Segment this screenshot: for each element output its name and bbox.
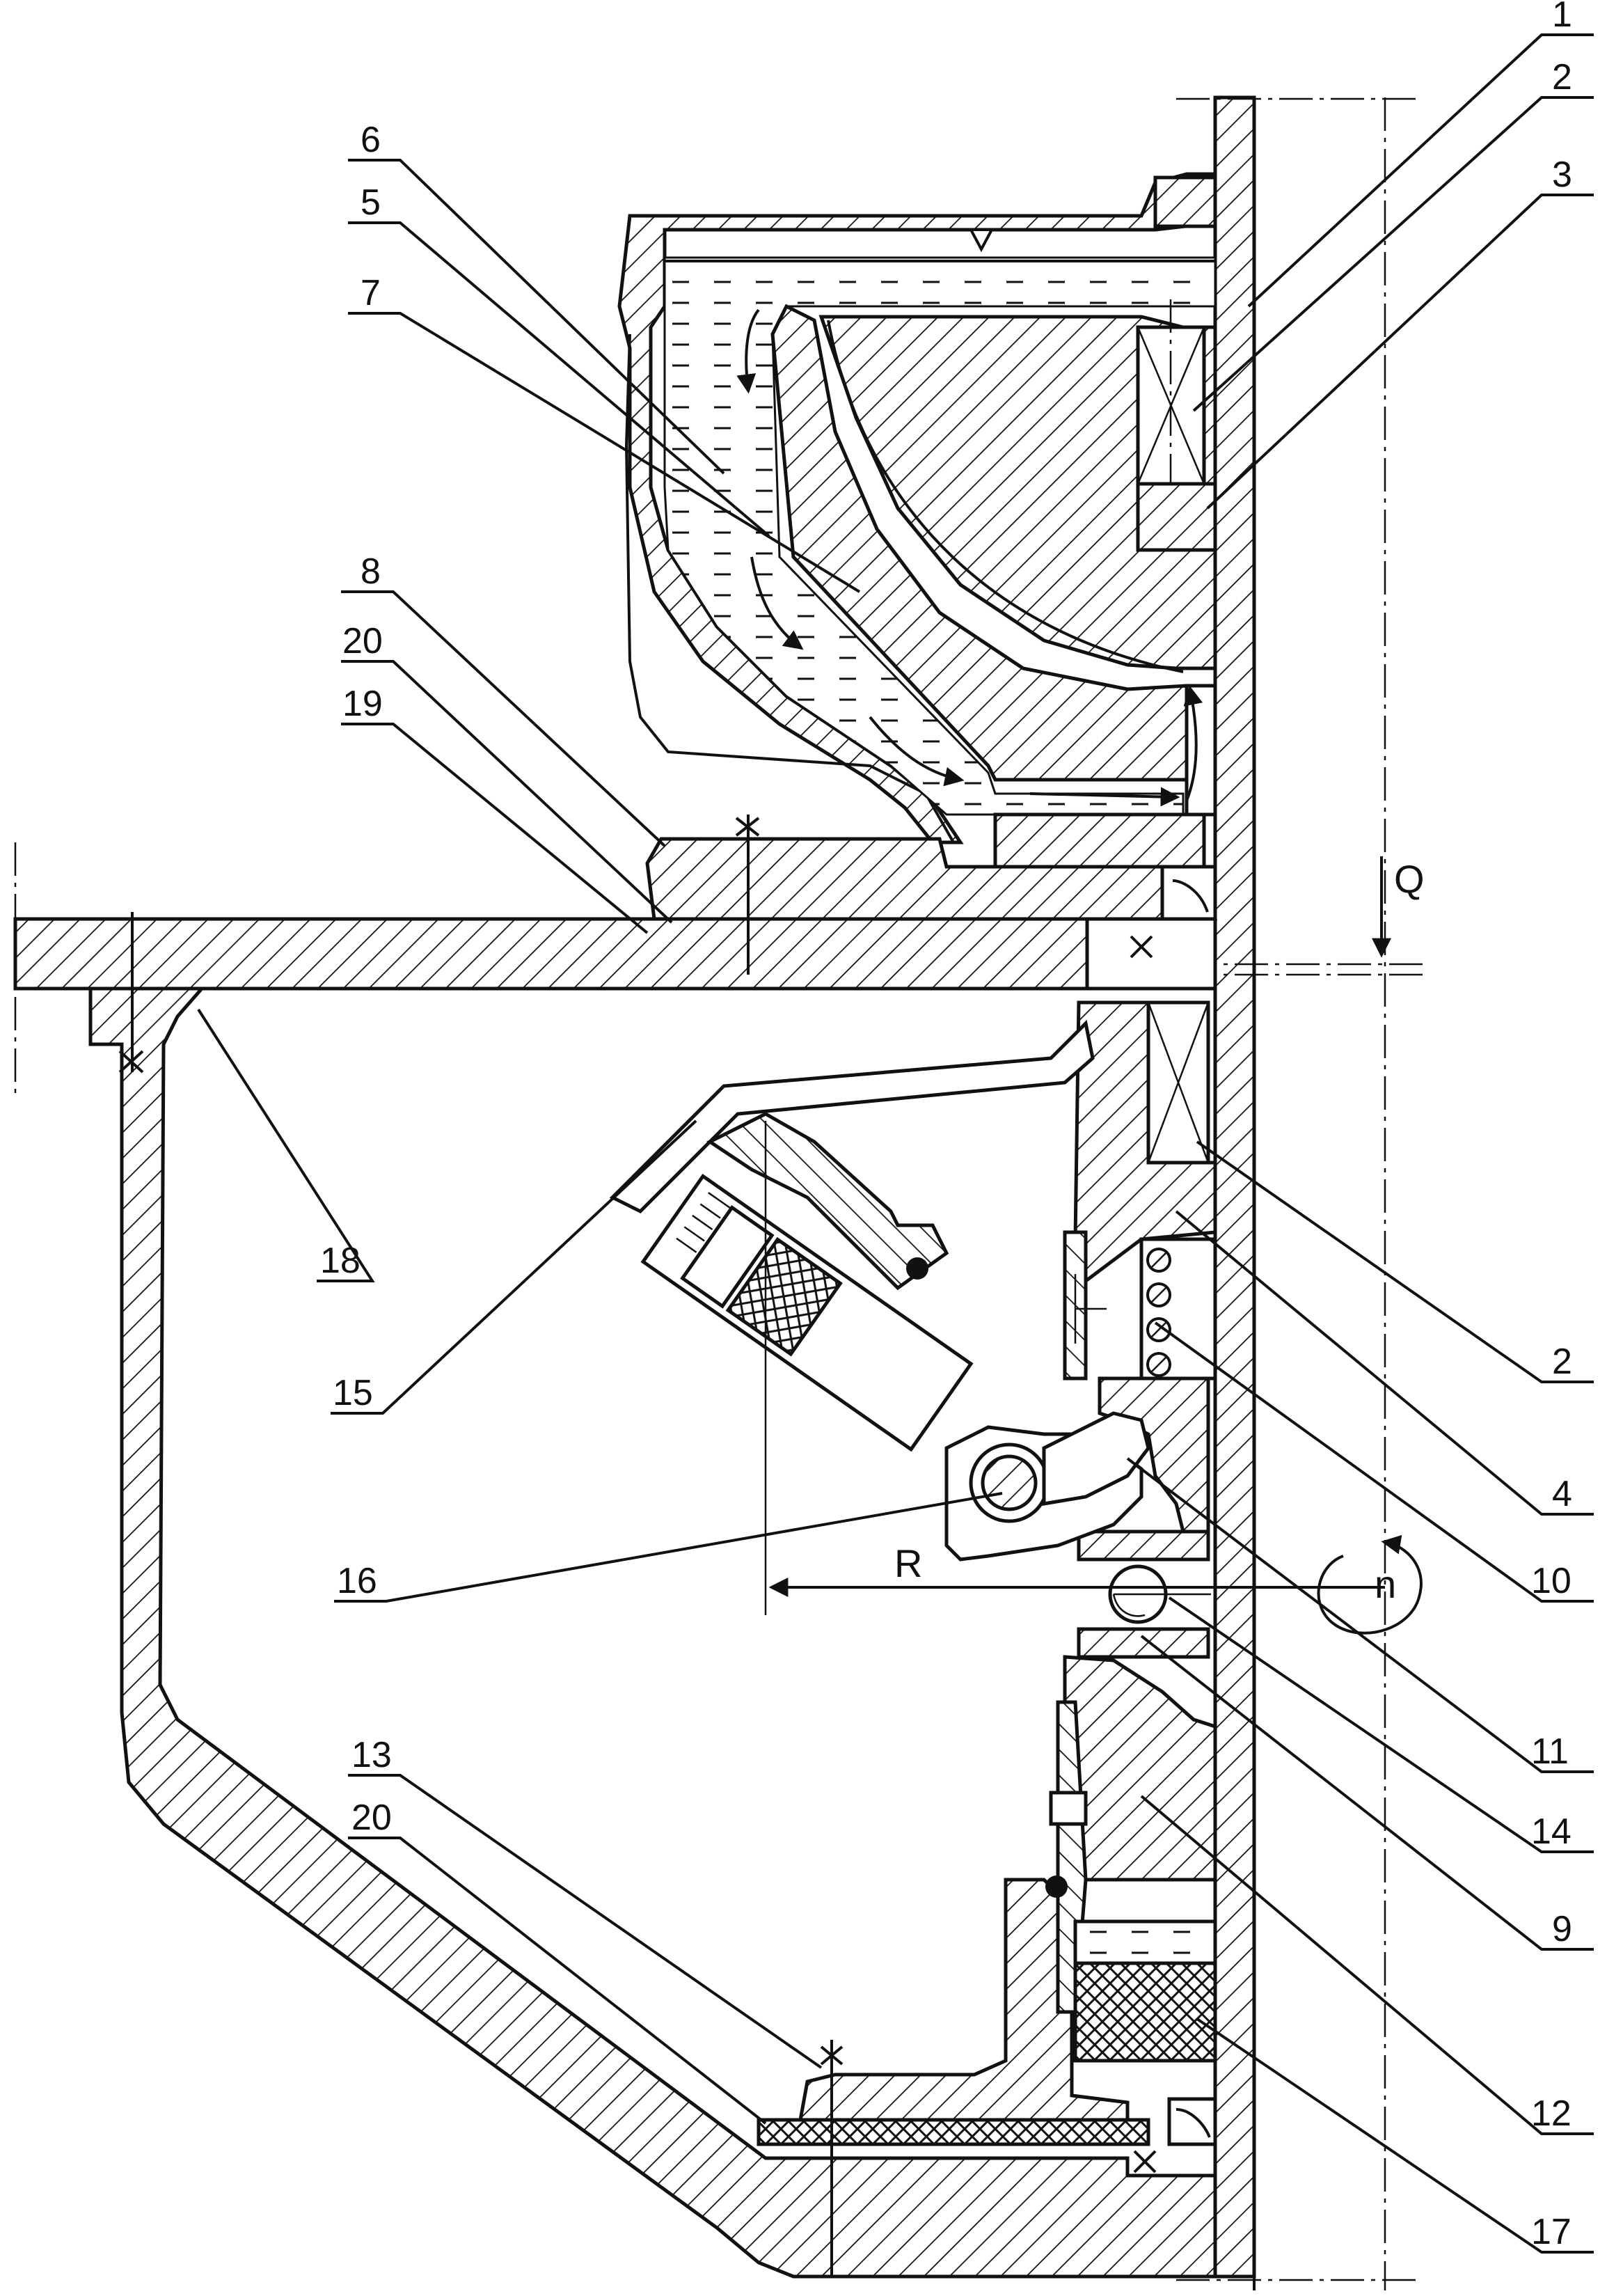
shaft-sleeve-3 (1136, 482, 1217, 552)
speed-label: n (1375, 1562, 1396, 1606)
leader-lines (197, 33, 1594, 2254)
callout-2a: 2 (1552, 57, 1572, 97)
callout-14: 14 (1531, 1811, 1572, 1852)
shaft-gap (1185, 684, 1217, 817)
callout-18: 18 (320, 1241, 361, 1281)
callout-11: 11 (1531, 1731, 1569, 1772)
callout-labels: 1 2 3 6 5 7 8 20 19 18 15 16 13 20 2 4 1… (320, 0, 1572, 2252)
packing-top (1073, 1919, 1217, 1965)
washer-11 (1077, 1530, 1210, 1562)
oring-lower (1045, 1876, 1068, 1898)
cover-15 (609, 1019, 1095, 1214)
radius-label: R (894, 1541, 922, 1585)
top-seal (1153, 175, 1217, 228)
callout-1: 1 (1552, 0, 1572, 35)
callout-4: 4 (1552, 1474, 1572, 1514)
callout-7: 7 (361, 273, 381, 313)
flow-arrow-4 (1029, 787, 1180, 807)
callout-19: 19 (342, 684, 383, 724)
callout-12: 12 (1531, 2093, 1572, 2134)
bolt-12 (1049, 1791, 1088, 1826)
main-shaft (1213, 95, 1256, 2279)
callout-17: 17 (1531, 2212, 1572, 2252)
pendulum-housing (706, 1112, 949, 1291)
packing-17 (1073, 1961, 1217, 2063)
bolt-markers (118, 815, 1157, 2277)
blade-curve (827, 320, 1184, 673)
rotor-wheel (770, 304, 1189, 782)
washer-9 (1077, 1627, 1210, 1659)
flow-arrow-5 (1183, 685, 1203, 801)
callout-9: 9 (1552, 1909, 1572, 1949)
cam-arm (1042, 1411, 1150, 1506)
flow-label: Q (1394, 857, 1425, 901)
callout-16: 16 (337, 1561, 377, 1601)
flow-arrow-3 (869, 716, 965, 787)
callout-20b: 20 (351, 1798, 392, 1838)
tube-end (1085, 917, 1217, 991)
fluid-chamber (663, 256, 1217, 816)
callout-6: 6 (361, 120, 381, 160)
flow-arrow-2 (750, 556, 804, 650)
rotation-arrow (1317, 1534, 1423, 1635)
spring-coils (1146, 1248, 1171, 1377)
flow-arrow-1 (736, 308, 760, 394)
level-triangle (968, 228, 995, 253)
lower-housing (88, 986, 1217, 2279)
seal-housing-12 (1063, 1655, 1217, 1882)
callout-10: 10 (1531, 1561, 1572, 1601)
callout-3: 3 (1552, 155, 1572, 195)
gasket-20-bottom (757, 2118, 1150, 2146)
callout-5: 5 (361, 182, 381, 223)
stator-ring (993, 812, 1206, 869)
oring-pendulum (906, 1257, 928, 1280)
callout-15: 15 (333, 1373, 373, 1413)
callout-2b: 2 (1552, 1342, 1572, 1382)
callout-8: 8 (361, 551, 381, 592)
pendulum-tube (640, 1173, 974, 1452)
callout-13: 13 (351, 1735, 392, 1775)
callout-20a: 20 (342, 621, 383, 661)
horizontal-tube (13, 917, 1089, 991)
